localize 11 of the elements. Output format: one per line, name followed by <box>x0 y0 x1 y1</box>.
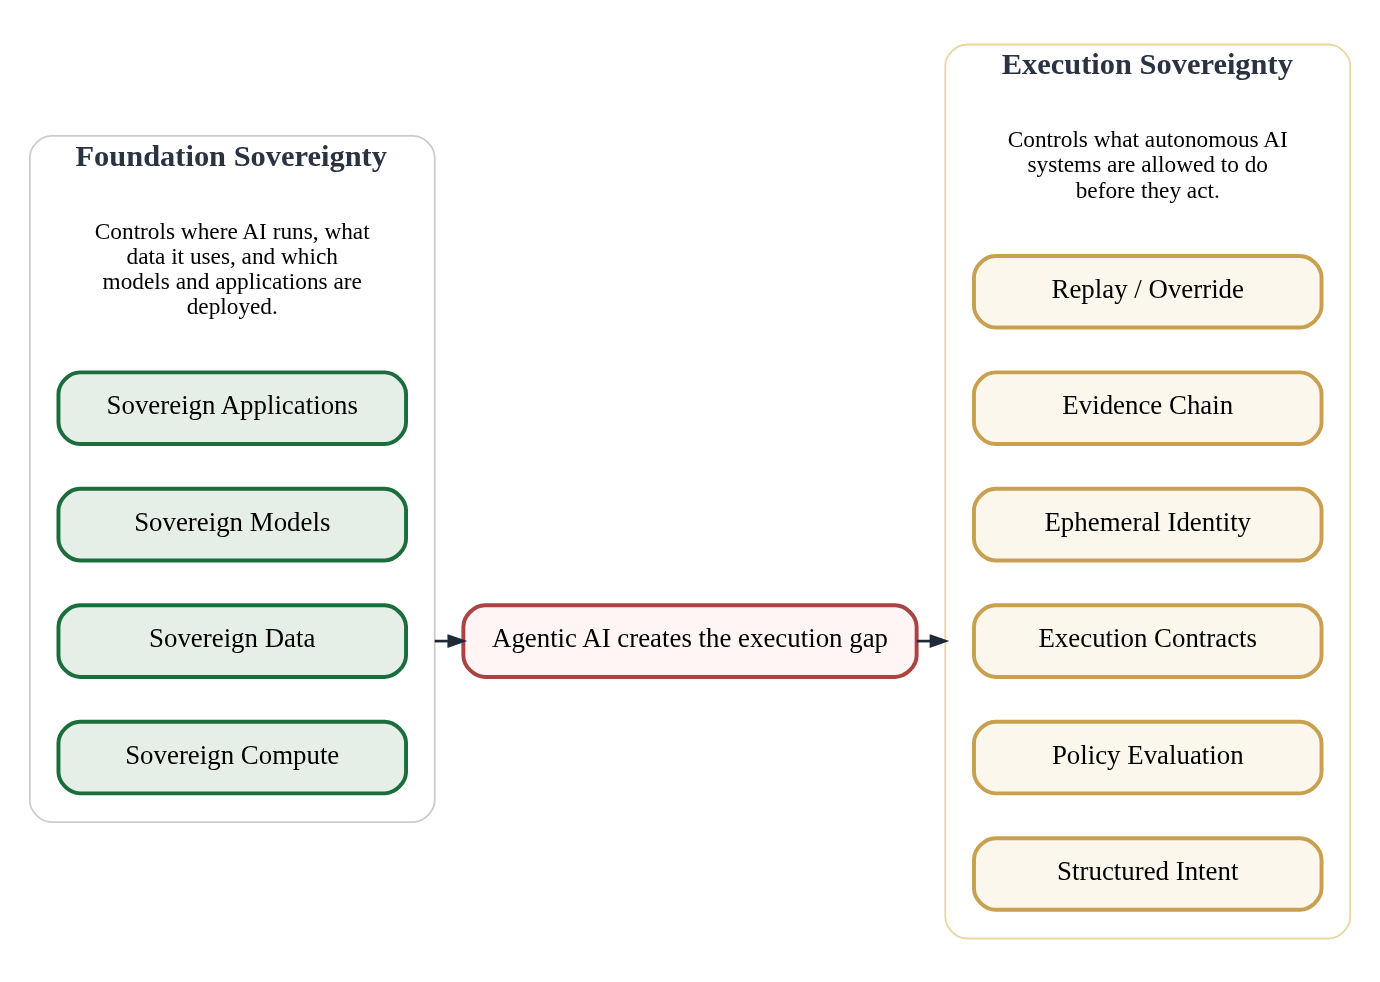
node-box: Policy Evaluation <box>972 719 1324 795</box>
node-box: Ephemeral Identity <box>972 486 1324 562</box>
node-box: Agentic AI creates the execution gap <box>461 602 919 679</box>
node-box: Sovereign Data <box>56 602 408 679</box>
node-box: Sovereign Models <box>56 486 408 562</box>
node-box: Sovereign Compute <box>56 719 408 795</box>
node-box: Replay / Override <box>972 253 1324 330</box>
node-box: Structured Intent <box>972 835 1324 912</box>
node-box: Sovereign Applications <box>56 369 408 446</box>
node-box: Execution Contracts <box>972 602 1324 679</box>
node-box: Evidence Chain <box>972 369 1324 446</box>
